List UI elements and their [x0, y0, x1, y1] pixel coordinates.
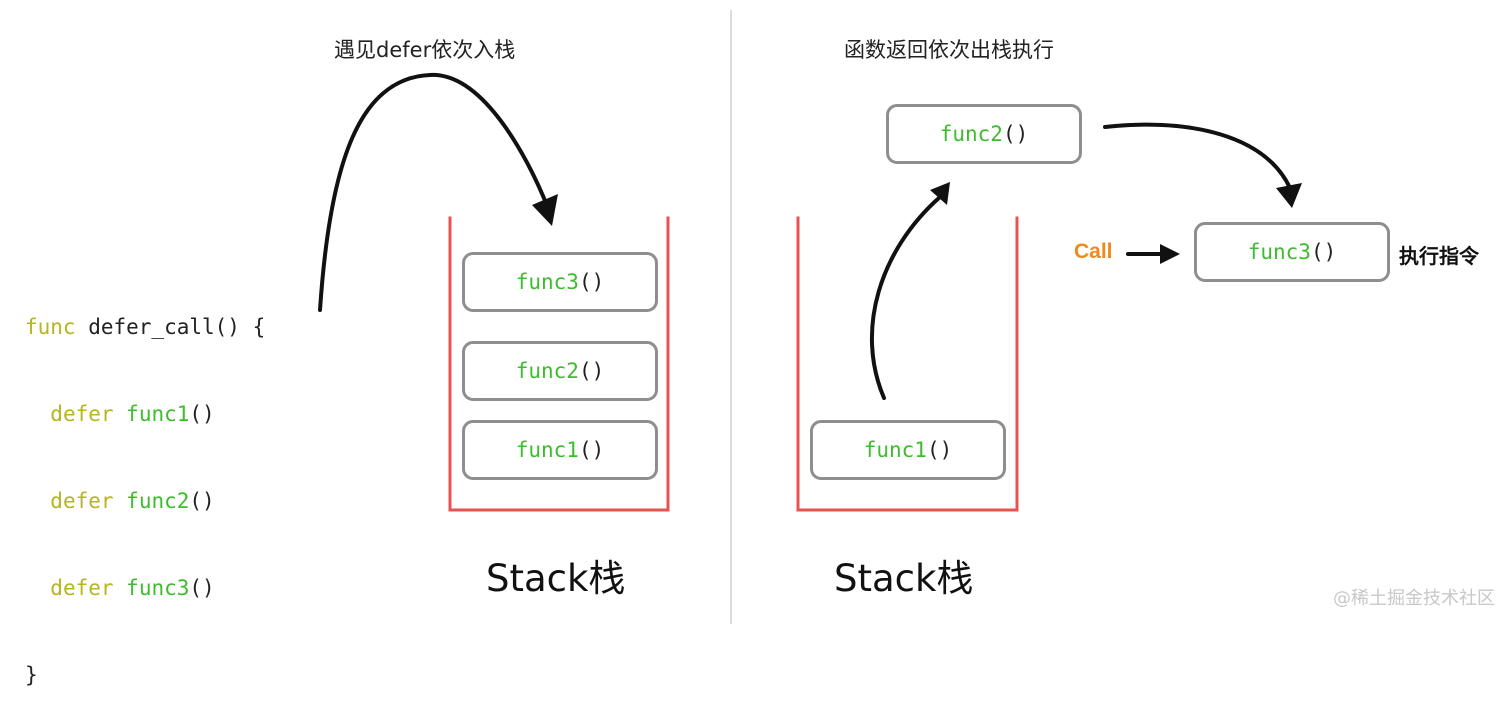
stack-item-parens: () — [578, 359, 605, 383]
call-arrow-head — [1160, 244, 1180, 264]
stack-item-parens: () — [1002, 122, 1029, 146]
left-stack-label: Stack栈 — [486, 557, 626, 600]
stack-item-name: func3 — [1247, 240, 1311, 264]
stack-item-name: func1 — [863, 438, 927, 462]
stack-item-name: func2 — [515, 359, 579, 383]
execute-arrow-head — [1276, 183, 1302, 208]
call-label: Call — [1074, 240, 1113, 263]
deferred-function-name: func2 — [126, 489, 190, 513]
diagram-lines — [318, 72, 1302, 512]
code-line-defer-1: defer func1() — [25, 400, 265, 429]
call-parens: () — [189, 402, 215, 426]
stack-item-name: func2 — [939, 122, 1003, 146]
deferred-function-name: func1 — [126, 402, 190, 426]
stack-item-name: func3 — [515, 270, 579, 294]
call-parens: () — [189, 576, 215, 600]
stack-item-name: func1 — [515, 438, 579, 462]
popped-item-func2: func2() — [886, 104, 1082, 164]
code-line-close: } — [25, 663, 38, 687]
left-stack-walls — [448, 216, 670, 512]
indent — [25, 576, 50, 600]
keyword-func: func — [25, 315, 76, 339]
stack-item-parens: () — [926, 438, 953, 462]
panel-divider — [730, 10, 732, 624]
stack-item-parens: () — [1310, 240, 1337, 264]
pop-arrow-head — [930, 182, 950, 205]
executing-item-func3: func3() — [1194, 222, 1390, 282]
stack-item-parens: () — [578, 438, 605, 462]
execute-instruction-label: 执行指令 — [1399, 244, 1479, 268]
right-stack-item-func1: func1() — [810, 420, 1006, 480]
indent — [25, 489, 50, 513]
right-stack-walls — [796, 216, 1019, 512]
code-line-defer-2: defer func2() — [25, 487, 265, 516]
push-arrow-head — [532, 194, 558, 226]
keyword-defer: defer — [50, 402, 114, 426]
left-stack-item-func3: func3() — [462, 252, 658, 312]
push-arrow — [318, 72, 550, 312]
function-signature: defer_call() { — [75, 315, 266, 339]
right-caption: 函数返回依次出栈执行 — [844, 38, 1054, 62]
keyword-defer: defer — [50, 489, 114, 513]
execute-arrow — [1103, 122, 1292, 190]
code-line-defer-3: defer func3() — [25, 574, 265, 603]
call-parens: () — [189, 489, 215, 513]
right-stack-label: Stack栈 — [834, 557, 974, 600]
left-stack-item-func2: func2() — [462, 341, 658, 401]
stack-item-parens: () — [578, 270, 605, 294]
pop-arrow — [870, 195, 942, 400]
deferred-function-name: func3 — [126, 576, 190, 600]
indent — [25, 402, 50, 426]
watermark: @稀土掘金技术社区 — [1333, 588, 1495, 609]
keyword-defer: defer — [50, 576, 114, 600]
left-caption: 遇见defer依次入栈 — [334, 38, 516, 62]
code-block: func defer_call() { defer func1() defer … — [25, 255, 265, 719]
left-stack-item-func1: func1() — [462, 420, 658, 480]
code-line-signature: func defer_call() { — [25, 313, 265, 342]
